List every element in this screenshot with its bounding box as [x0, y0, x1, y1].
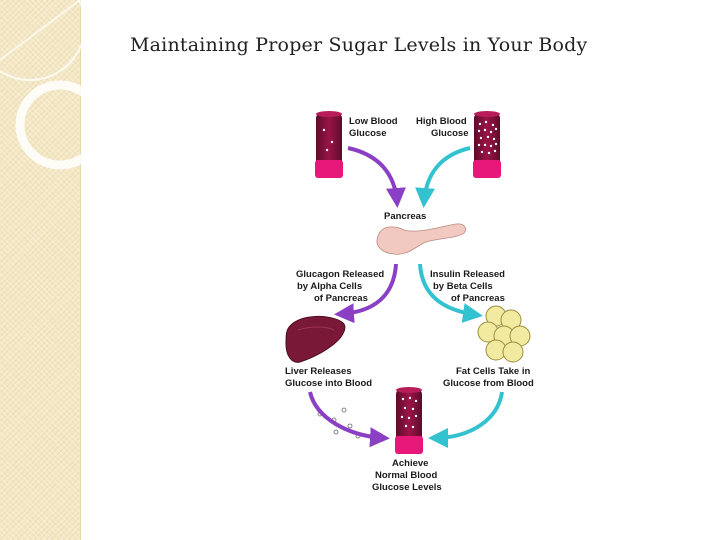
decorative-circles [0, 0, 105, 170]
label-liver: Liver Releases Glucose into Blood [285, 366, 372, 389]
label-normal-glucose: Achieve Normal Blood Glucose Levels [372, 458, 442, 493]
fat-cells [477, 305, 531, 363]
label-low-glucose: Low Blood Glucose [349, 116, 400, 139]
arrow-liver-to-normal [308, 391, 390, 448]
arrow-pancreas-to-liver [334, 263, 398, 324]
low-glucose-vial [315, 111, 343, 178]
glucose-regulation-diagram: Low Blood Glucose High Blood Glucose Pan… [285, 111, 534, 493]
arrow-low-to-pancreas [347, 146, 406, 208]
label-pancreas: Pancreas [384, 211, 426, 222]
arrow-fat-to-normal [428, 391, 504, 448]
liver-organ [285, 316, 346, 363]
high-glucose-vial [473, 111, 501, 178]
arrow-pancreas-to-fat [418, 263, 483, 323]
label-insulin: Insulin Released by Beta Cells of Pancre… [430, 269, 508, 304]
slide-title: Maintaining Proper Sugar Levels in Your … [130, 34, 588, 56]
label-high-glucose: High Blood Glucose [416, 116, 469, 139]
pancreas-organ [376, 223, 466, 255]
label-glucagon: Glucagon Released by Alpha Cells of Panc… [296, 269, 387, 304]
normal-glucose-vial [395, 387, 423, 454]
arrow-high-to-pancreas [415, 146, 471, 208]
label-fat-cells: Fat Cells Take in Glucose from Blood [443, 366, 534, 389]
